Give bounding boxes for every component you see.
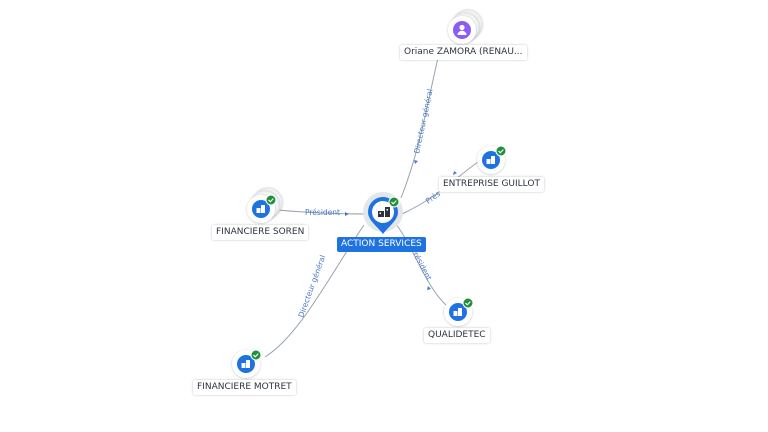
node-label-guillot[interactable]: ENTREPRISE GUILLOT xyxy=(439,177,544,192)
node-guillot[interactable] xyxy=(477,145,507,174)
node-motret[interactable] xyxy=(232,349,262,378)
building-icon xyxy=(378,207,390,217)
node-label-soren[interactable]: FINANCIERE SOREN xyxy=(212,225,309,240)
verified-check-icon xyxy=(250,349,262,361)
node-label-zamora[interactable]: Oriane ZAMORA (RENAU... xyxy=(400,45,527,60)
node-soren[interactable] xyxy=(247,187,283,223)
verified-check-icon xyxy=(265,194,277,206)
edge-label-zamora: Directeur général xyxy=(412,88,434,154)
edge-soren xyxy=(277,209,371,215)
arrow-soren xyxy=(345,212,349,216)
center-node[interactable] xyxy=(363,192,403,234)
center-node-label[interactable]: ACTION SERVICES xyxy=(337,237,426,252)
node-label-motret[interactable]: FINANCIERE MOTRET xyxy=(193,380,296,395)
arrow-guillot xyxy=(453,171,457,175)
verified-check-icon xyxy=(462,297,474,309)
node-zamora[interactable] xyxy=(448,9,483,44)
edge-qualidetec xyxy=(395,223,447,306)
arrow-qualidetec xyxy=(427,286,431,290)
edge-arrows xyxy=(345,160,457,290)
arrow-zamora xyxy=(414,160,418,164)
edge-label-soren: Président xyxy=(305,208,340,217)
verified-check-icon xyxy=(495,145,507,157)
edge-label-motret: Directeur général xyxy=(296,254,327,319)
edge-zamora xyxy=(400,57,439,199)
verified-check-icon xyxy=(388,196,400,208)
node-qualidetec[interactable] xyxy=(444,297,474,326)
node-label-qualidetec[interactable]: QUALIDETEC xyxy=(424,328,490,343)
